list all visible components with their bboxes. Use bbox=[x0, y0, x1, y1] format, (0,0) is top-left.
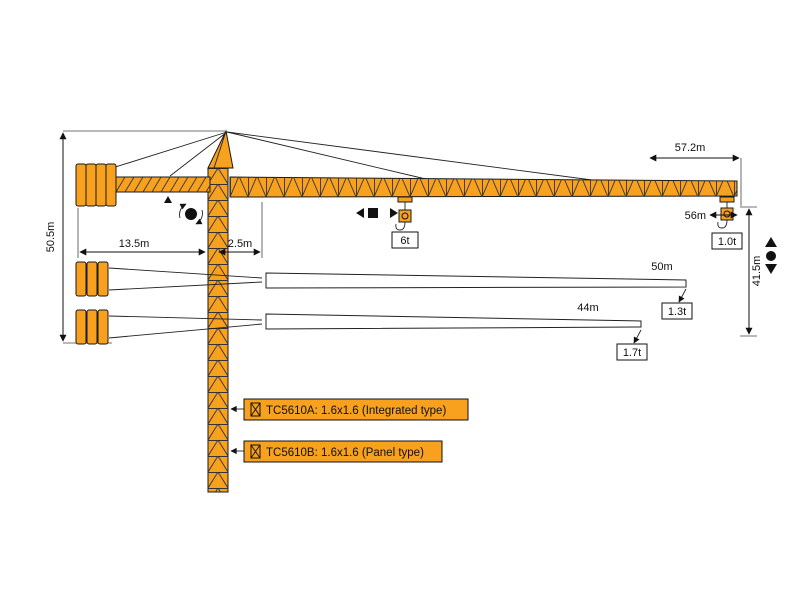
right-arrow-icon bbox=[390, 208, 398, 218]
up-arrow-icon bbox=[765, 237, 777, 247]
model-box-a bbox=[243, 398, 469, 421]
jib-variant-50m: 50m bbox=[265, 261, 687, 303]
jib-44m-outline bbox=[265, 313, 642, 330]
counterweight-slab bbox=[95, 163, 107, 207]
model-box-b bbox=[243, 440, 443, 463]
tip-load-label-44m: 1.7t bbox=[623, 347, 641, 359]
mast-section-icon bbox=[250, 444, 261, 459]
tip-load-box-56m bbox=[711, 232, 743, 250]
counterjib-length-label: 13.5m bbox=[119, 238, 150, 250]
hook-icon bbox=[395, 221, 406, 231]
ballast-tie-lower bbox=[108, 323, 263, 339]
ballast-stack-44m bbox=[75, 309, 263, 345]
mid-load-label: 6t bbox=[400, 235, 409, 247]
counter-jib-marker bbox=[164, 196, 172, 203]
dimensions: 50.5m 13.5m 2.5m 57.2m 56m 41.5m bbox=[45, 132, 763, 342]
tip-trolley-hook bbox=[717, 196, 735, 229]
trolley bbox=[397, 196, 413, 203]
load-labels: 6t 1.0t 1.3t 1.7t bbox=[391, 231, 743, 361]
slewing-arc-right bbox=[195, 209, 203, 225]
slewing-dot bbox=[185, 208, 197, 220]
jib-lattice bbox=[230, 177, 737, 197]
tip-load-label-50m: 1.3t bbox=[668, 306, 686, 318]
slewing-arc-left bbox=[179, 203, 187, 219]
tower-head-brace bbox=[213, 130, 227, 169]
left-arrow-icon bbox=[356, 208, 364, 218]
hoist-dot bbox=[766, 251, 776, 261]
hoist-icon bbox=[765, 237, 777, 274]
counterweight-slab bbox=[75, 163, 87, 207]
ballast-slab bbox=[75, 309, 87, 345]
jib-length-mid-label: 50m bbox=[651, 261, 672, 273]
counterweight-block bbox=[75, 163, 117, 207]
mast-section-icon bbox=[250, 402, 261, 417]
jib-50m-outline bbox=[265, 272, 687, 289]
hook-height-label: 41.5m bbox=[751, 256, 763, 287]
counterweight-slab bbox=[85, 163, 97, 207]
jib-length-short-label: 44m bbox=[577, 302, 598, 314]
tip-load-box-44m bbox=[616, 343, 648, 361]
tip-load-box-50m bbox=[661, 302, 693, 320]
ballast-tie-upper bbox=[108, 315, 263, 321]
trolley bbox=[719, 196, 735, 203]
tie-rod-counterjib-inner bbox=[169, 131, 228, 177]
counter-jib bbox=[75, 163, 211, 207]
tower-head bbox=[207, 129, 234, 169]
leader-50m bbox=[678, 288, 687, 303]
leader-44m bbox=[633, 329, 642, 344]
trolley-square-icon bbox=[368, 208, 378, 218]
jib-variant-44m: 44m bbox=[265, 302, 642, 344]
mid-load-box bbox=[391, 231, 419, 249]
ballast-tie-upper bbox=[108, 267, 263, 279]
model-callout-panel: TC5610B: 1.6x1.6 (Panel type) bbox=[230, 440, 443, 463]
slewing-icon bbox=[179, 203, 203, 225]
ballast-stack-50m bbox=[75, 261, 263, 297]
ballast-slab bbox=[97, 309, 109, 345]
jib-length-max-label: 57.2m bbox=[675, 142, 706, 154]
tower-mast bbox=[207, 129, 234, 493]
ballast-slab bbox=[97, 261, 109, 297]
ballast-slab bbox=[86, 309, 98, 345]
rear-offset-label: 2.5m bbox=[228, 238, 252, 250]
ballast-tie-lower bbox=[108, 281, 263, 291]
trolley-travel-icon bbox=[356, 208, 398, 218]
counterweight-slab bbox=[105, 163, 117, 207]
hook-block bbox=[720, 207, 734, 221]
max-radius-label: 56m bbox=[685, 210, 706, 222]
counter-jib-hatch bbox=[116, 177, 210, 192]
tie-rods bbox=[92, 131, 616, 184]
tie-rod-jib-outer bbox=[226, 131, 616, 184]
hook-pulley bbox=[401, 212, 409, 220]
extension-lines bbox=[63, 130, 757, 344]
ballast-slab bbox=[75, 261, 87, 297]
model-a-label: TC5610A: 1.6x1.6 (Integrated type) bbox=[266, 405, 446, 417]
ballast-slab bbox=[86, 261, 98, 297]
main-jib bbox=[229, 176, 738, 198]
tie-rod-jib-inner bbox=[226, 131, 431, 181]
model-callout-integrated: TC5610A: 1.6x1.6 (Integrated type) bbox=[230, 398, 469, 421]
mast-lattice bbox=[208, 168, 228, 492]
overall-height-label: 50.5m bbox=[45, 222, 57, 253]
mid-trolley-hook bbox=[395, 196, 413, 231]
hook-block bbox=[398, 209, 412, 223]
hook-icon bbox=[717, 219, 728, 229]
down-arrow-icon bbox=[765, 264, 777, 274]
tip-load-label-56m: 1.0t bbox=[718, 236, 736, 248]
model-b-label: TC5610B: 1.6x1.6 (Panel type) bbox=[266, 447, 424, 459]
